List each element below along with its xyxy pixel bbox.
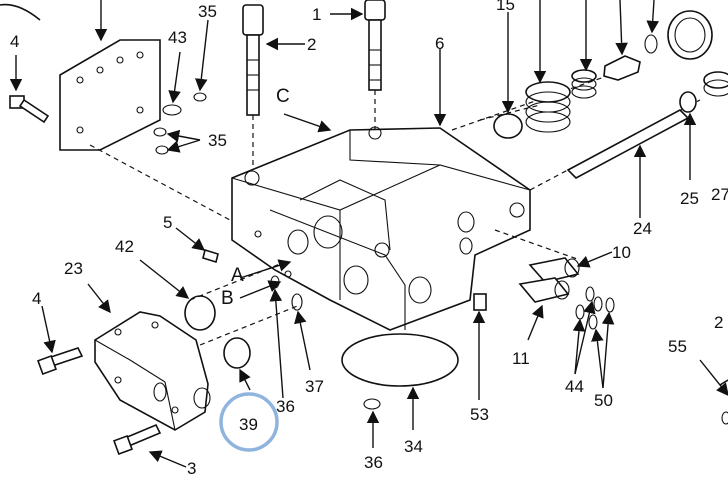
dowel-53: [473, 293, 487, 311]
leader-dash: [451, 74, 611, 131]
end-cover-23: [94, 311, 211, 431]
callout-55: 55: [668, 337, 687, 356]
spring-small: [571, 69, 597, 99]
callout-2: 2: [307, 35, 316, 54]
o-ring-50-a: [593, 296, 603, 312]
leader-dash: [494, 229, 581, 261]
callout-4-upper: 4: [10, 32, 19, 51]
callout-39: 39: [239, 415, 258, 434]
o-ring-50-c: [605, 297, 615, 313]
o-ring-35-a: [153, 127, 167, 137]
callout-35-lower: 35: [208, 131, 227, 150]
poppet: [603, 55, 641, 81]
letter-b: B: [221, 288, 234, 309]
disc-15: [493, 113, 523, 139]
leader-dash: [89, 144, 231, 221]
plug-11: [518, 277, 570, 303]
spring-large: [525, 81, 571, 133]
setscrew-5: [202, 248, 219, 264]
bolt-4-upper: [9, 95, 50, 124]
callout-42: 42: [115, 237, 134, 256]
callout-3: 3: [187, 459, 196, 478]
partial-part-55: [719, 379, 728, 386]
callout-34: 34: [404, 437, 423, 456]
callout-11: 11: [512, 349, 530, 368]
callout-50: 50: [594, 391, 613, 410]
callout-6: 6: [435, 34, 444, 53]
o-ring-35-b: [155, 145, 169, 155]
o-ring-42: [184, 295, 216, 331]
callout-36-lower: 36: [364, 453, 383, 472]
callout-labels: 4 35 43 35 1 2 C 6 15 27 25 24 10 11 44 …: [10, 0, 728, 478]
o-ring-37: [291, 293, 303, 311]
valve-body: [231, 126, 531, 331]
letter-c: C: [276, 86, 290, 107]
o-ring-36-small: [270, 275, 280, 289]
washer-25: [679, 91, 697, 113]
callout-37: 37: [305, 377, 324, 396]
callout-53: 53: [470, 405, 489, 424]
leader-arrows: [9, 0, 728, 468]
o-ring-44-b: [575, 304, 585, 320]
callout-23: 23: [64, 259, 83, 278]
bolt-2: [242, 4, 264, 116]
highlight-circle: [219, 392, 279, 452]
callout-43: 43: [168, 28, 187, 47]
o-ring-44-a: [585, 286, 595, 302]
callout-5: 5: [163, 213, 172, 232]
callout-15: 15: [496, 0, 515, 14]
o-ring-35-upper: [193, 92, 207, 102]
plug-10: [528, 257, 580, 283]
callout-25: 25: [680, 189, 699, 208]
callout-27: 27: [711, 185, 728, 204]
callout-10: 10: [612, 243, 631, 262]
o-ring-34: [341, 333, 459, 387]
callout-44: 44: [565, 377, 584, 396]
spool-24: [566, 109, 690, 179]
callout-4-lower: 4: [32, 289, 41, 308]
bolt-3: [113, 423, 162, 455]
o-ring-39: [223, 337, 251, 369]
callout-36: 36: [276, 397, 295, 416]
callout-1: 1: [312, 5, 321, 24]
bolt-1: [364, 0, 386, 91]
o-ring-top-right: [644, 34, 658, 54]
cover-plate: [59, 39, 161, 151]
o-ring-50-b: [588, 314, 598, 330]
partial-curve: [0, 3, 41, 21]
o-ring-36-lower: [363, 398, 381, 410]
spring-right-edge: [703, 71, 728, 97]
bolt-4-lower: [37, 347, 84, 375]
letter-a: A: [231, 265, 244, 286]
callout-35-upper: 35: [198, 2, 217, 21]
callout-24: 24: [633, 219, 652, 238]
o-ring-43: [162, 104, 182, 116]
callout-2-edge: 2: [714, 313, 723, 332]
